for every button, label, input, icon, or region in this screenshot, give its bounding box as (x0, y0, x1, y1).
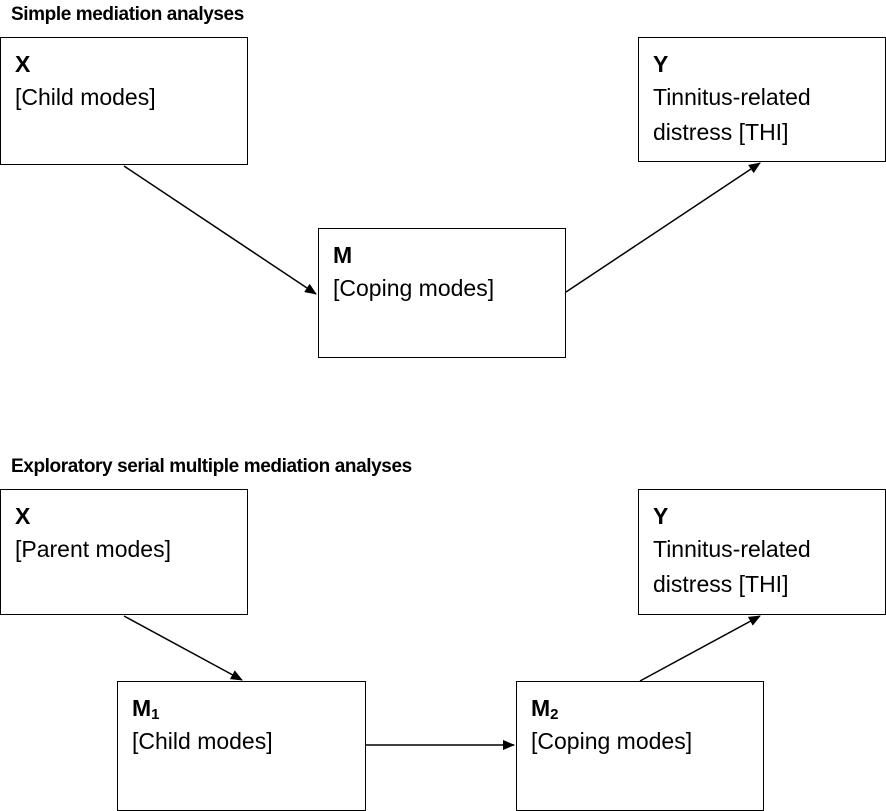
simple-m-label: M (333, 242, 353, 268)
serial-m1-label: M1 (132, 694, 365, 722)
arrow-simple-m-to-y (565, 162, 761, 293)
serial-m1-var: M (132, 695, 152, 721)
simple-x-label: X (15, 51, 31, 77)
serial-x-description: [Parent modes] (15, 536, 171, 562)
arrow-simple-x-to-m (123, 165, 317, 295)
serial-m1-description: [Child modes] (132, 728, 273, 754)
simple-y-label: Y (653, 51, 669, 77)
simple-x-description: [Child modes] (15, 84, 156, 110)
serial-m1-subscript: 1 (151, 706, 160, 723)
serial-y-label: Y (653, 503, 669, 529)
serial-m2-label: M2 (531, 694, 763, 722)
serial-y-box: Y Tinnitus-related distress [THI] (638, 489, 886, 615)
serial-m2-subscript: 2 (550, 706, 559, 723)
serial-x-box: X [Parent modes] (0, 489, 248, 615)
simple-m-box: M [Coping modes] (318, 228, 566, 358)
serial-x-label: X (15, 503, 31, 529)
simple-y-description: Tinnitus-related distress [THI] (653, 84, 811, 145)
simple-mediation-title: Simple mediation analyses (11, 4, 244, 25)
serial-m1-box: M1 [Child modes] (117, 681, 366, 811)
serial-m2-var: M (531, 695, 551, 721)
serial-m2-description: [Coping modes] (531, 728, 693, 754)
arrow-serial-m2-to-y (639, 615, 761, 682)
simple-x-box: X [Child modes] (0, 37, 248, 165)
simple-y-box: Y Tinnitus-related distress [THI] (638, 37, 886, 162)
serial-mediation-title: Exploratory serial multiple mediation an… (11, 456, 412, 477)
serial-y-description: Tinnitus-related distress [THI] (653, 536, 811, 597)
simple-m-description: [Coping modes] (333, 275, 495, 301)
arrow-serial-x-to-m1 (123, 615, 243, 681)
serial-m2-box: M2 [Coping modes] (516, 681, 764, 811)
